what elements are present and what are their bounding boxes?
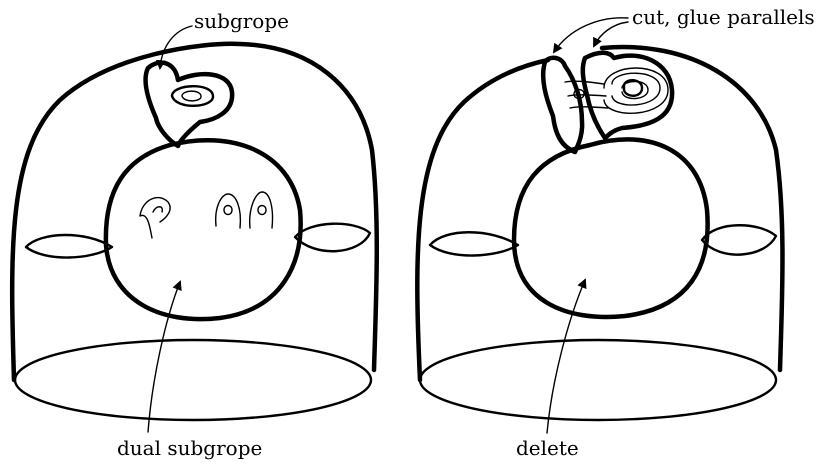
right-side-hole-left [430, 232, 518, 255]
arrow-dual-subgrope [148, 282, 180, 432]
label-dual-subgrope: dual subgrope [117, 436, 262, 460]
inner-loop [624, 80, 642, 96]
disk-curve-2 [216, 194, 241, 228]
subgrope-handle-hole [182, 91, 201, 101]
right-side-hole-right [702, 225, 776, 254]
parallel-curve-2 [604, 68, 668, 113]
arrow-cut-glue-right [594, 22, 628, 46]
subgrope-tab [146, 63, 233, 146]
disk-curve-1 [140, 198, 170, 238]
right-bottom-boundary [420, 340, 776, 420]
dual-subgrope-disk [106, 140, 301, 319]
right-dome-outline-left [417, 60, 548, 380]
label-delete: delete [516, 436, 579, 460]
label-subgrope: subgrope [194, 9, 289, 33]
label-cut-glue-parallels: cut, glue parallels [632, 5, 815, 29]
left-bottom-boundary [15, 340, 371, 420]
deleted-disk-hole [514, 139, 708, 317]
parallel-curve-1 [612, 73, 660, 105]
subgrope-handle [172, 86, 213, 106]
arrow-delete [547, 280, 585, 433]
left-side-hole-right [295, 224, 370, 252]
left-side-hole-left [26, 235, 112, 258]
left-dome-outline [12, 44, 377, 380]
disk-curve-3 [250, 192, 273, 228]
cut-piece-left [543, 58, 582, 152]
left-panel: subgrope dual subgrope [12, 9, 377, 460]
right-panel: cut, glue parallels delete [417, 5, 814, 460]
